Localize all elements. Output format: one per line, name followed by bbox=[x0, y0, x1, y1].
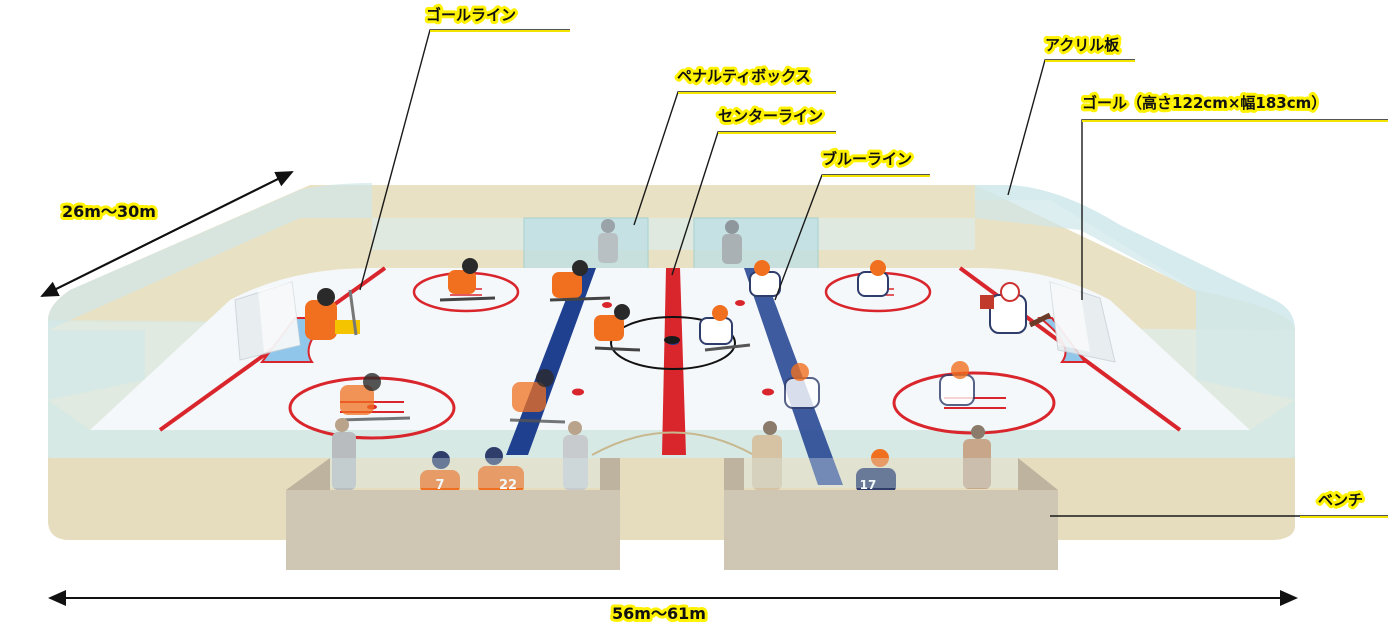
svg-text:22: 22 bbox=[499, 478, 517, 493]
player-navy-2 bbox=[699, 305, 751, 352]
label-center-line: センターライン bbox=[718, 107, 823, 125]
callout-bench: ベンチ bbox=[1050, 488, 1388, 518]
svg-text:17: 17 bbox=[860, 478, 877, 492]
goal-right bbox=[1049, 281, 1116, 363]
goal-left bbox=[234, 281, 301, 361]
callout-blue-line: ブルーライン bbox=[774, 147, 930, 301]
player-orange-1 bbox=[439, 258, 496, 302]
penalty-box bbox=[523, 217, 819, 271]
callout-penalty-box: ペナルティボックス bbox=[633, 64, 836, 226]
staff-right-2 bbox=[963, 425, 991, 489]
label-blue-line: ブルーライン bbox=[822, 150, 912, 168]
staff-left-1 bbox=[332, 418, 356, 490]
label-goal: ゴール（高さ122cm×幅183cm） bbox=[1082, 94, 1326, 112]
penalty-official-right bbox=[722, 220, 742, 264]
dimension-length-label: 56m〜61m bbox=[612, 604, 706, 623]
staff-left-2 bbox=[563, 421, 588, 490]
player-orange-5 bbox=[509, 369, 566, 424]
player-orange-goalie bbox=[305, 288, 360, 340]
player-orange-4 bbox=[339, 373, 411, 422]
bench-right bbox=[724, 458, 1058, 570]
bench-player-c: 17 bbox=[856, 449, 896, 494]
bench-player-b: 22 bbox=[478, 447, 524, 494]
dimension-width: 26m〜30m bbox=[40, 171, 294, 297]
player-navy-goalie bbox=[980, 282, 1052, 334]
puck bbox=[664, 336, 680, 344]
label-bench: ベンチ bbox=[1318, 491, 1363, 509]
callout-acrylic: アクリル板 bbox=[1007, 33, 1135, 196]
penalty-official-left bbox=[598, 219, 618, 263]
label-goal-line: ゴールライン bbox=[426, 6, 516, 24]
bench-player-a: 7 bbox=[420, 451, 460, 494]
center-circle bbox=[610, 316, 736, 370]
player-navy-5 bbox=[939, 361, 975, 406]
player-navy-3 bbox=[857, 260, 889, 297]
players bbox=[305, 258, 1052, 424]
label-acrylic: アクリル板 bbox=[1045, 36, 1120, 54]
callout-center-line: センターライン bbox=[671, 104, 836, 276]
callout-goal: ゴール（高さ122cm×幅183cm） bbox=[1079, 91, 1388, 300]
dimension-length: 56m〜61m bbox=[48, 590, 1298, 624]
svg-text:7: 7 bbox=[435, 478, 444, 493]
player-orange-3 bbox=[594, 304, 641, 352]
player-navy-4 bbox=[784, 363, 820, 409]
label-penalty-box: ペナルティボックス bbox=[677, 67, 811, 85]
player-navy-1 bbox=[749, 260, 781, 297]
center-line bbox=[662, 268, 686, 455]
bench-left bbox=[286, 458, 620, 570]
dimension-width-label: 26m〜30m bbox=[62, 202, 156, 221]
staff-right-1 bbox=[752, 421, 782, 490]
bench-area: 7 22 17 bbox=[286, 418, 1058, 570]
callout-goal-line: ゴールライン bbox=[359, 3, 570, 291]
player-orange-2 bbox=[549, 260, 611, 302]
